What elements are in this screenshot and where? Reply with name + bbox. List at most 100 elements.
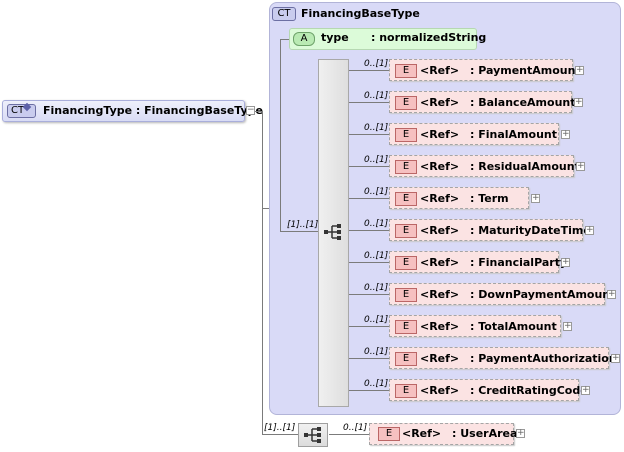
root-collapse-icon[interactable]: − [246,105,255,115]
expand-plus-icon[interactable]: + [516,428,525,438]
element-box[interactable] [389,155,574,177]
element-box[interactable] [389,59,573,81]
root-complex-type[interactable]: CT FinancingType : FinancingBaseType [2,100,263,122]
element-ref: <Ref> [420,256,460,269]
element-name: : MaturityDateTime [470,224,591,237]
element-name: : CreditRatingCode [470,384,588,397]
sequence-compositor-icon [324,224,341,240]
element-ref: <Ref> [420,128,460,141]
element-badge: E [395,256,417,270]
element-occurrence: 0..[1] [364,379,389,389]
element-name: : DownPaymentAmount [470,288,616,301]
root-connector [255,111,263,112]
element-occurrence: 0..[1] [364,283,389,293]
element-box[interactable] [389,251,559,273]
element-badge: E [395,128,417,142]
sequence-compositor[interactable] [318,59,349,407]
element-box[interactable] [389,219,583,241]
element-badge: E [395,64,417,78]
element-occurrence: 0..[1] [364,155,389,165]
element-name: : ResidualAmount [470,160,580,173]
complex-type-badge: CT [7,104,36,118]
base-complex-type-title: FinancingBaseType [301,7,420,20]
element-ref: <Ref> [420,384,460,397]
expand-plus-icon[interactable]: + [575,65,584,75]
expand-plus-icon[interactable]: + [576,161,585,171]
element-ref: <Ref> [420,192,460,205]
element-name: : BalanceAmount [470,96,576,109]
attribute-name: type [321,31,349,44]
element-name: : FinancialParty [470,256,568,269]
element-occurrence: 0..[1] [364,347,389,357]
sequence-occurrence: [1]..[1] [287,220,319,230]
element-connector [349,134,389,135]
element-box[interactable] [389,347,609,369]
element-connector [349,326,389,327]
element-name: : PaymentAmount [470,64,581,77]
base-complex-type-badge: CT [272,7,296,21]
element-badge: E [395,160,417,174]
user-area-connector [329,434,369,435]
attribute-connector [280,39,290,40]
expand-plus-icon[interactable]: + [561,257,570,267]
element-ref: <Ref> [402,427,442,440]
element-ref: <Ref> [420,224,460,237]
element-connector [349,262,389,263]
element-badge: E [395,320,417,334]
element-name: : UserArea [452,427,518,440]
extension-sequence-occurrence: [1]..[1] [264,423,296,433]
element-ref: <Ref> [420,352,460,365]
element-ref: <Ref> [420,64,460,77]
user-area-element[interactable] [369,423,514,445]
element-box[interactable] [389,379,579,401]
element-ref: <Ref> [420,288,460,301]
root-vertical-connector [262,111,263,434]
element-badge: E [378,427,400,441]
element-name: : PaymentAuthorization [470,352,617,365]
element-badge: E [395,96,417,110]
element-connector [349,390,389,391]
expand-plus-icon[interactable]: + [563,321,572,331]
element-connector [349,70,389,71]
element-badge: E [395,384,417,398]
attribute-box[interactable] [289,28,477,50]
element-connector [349,230,389,231]
element-occurrence: 0..[1] [364,123,389,133]
element-occurrence: 0..[1] [364,59,389,69]
element-box[interactable] [389,187,529,209]
element-connector [349,166,389,167]
element-box[interactable] [389,91,572,113]
extension-sequence-compositor[interactable] [298,423,328,447]
sequence-connector [280,231,318,232]
element-occurrence: 0..[1] [364,315,389,325]
user-area-occurrence: 0..[1] [343,423,368,433]
element-name: : Term [470,192,509,205]
root-type-label: FinancingType : FinancingBaseType [43,104,264,117]
element-badge: E [395,224,417,238]
expand-plus-icon[interactable]: + [531,193,540,203]
element-box[interactable] [389,123,559,145]
element-box[interactable] [389,315,561,337]
expand-plus-icon[interactable]: + [607,289,616,299]
element-occurrence: 0..[1] [364,251,389,261]
element-badge: E [395,352,417,366]
element-connector [349,358,389,359]
expand-plus-icon[interactable]: + [611,353,620,363]
expand-plus-icon[interactable]: + [581,385,590,395]
attribute-type: : normalizedString [371,31,487,44]
element-badge: E [395,192,417,206]
element-name: : FinalAmount [470,128,557,141]
element-connector [349,102,389,103]
element-ref: <Ref> [420,320,460,333]
element-ref: <Ref> [420,160,460,173]
element-name: : TotalAmount [470,320,557,333]
expand-plus-icon[interactable]: + [585,225,594,235]
attribute-badge: A [293,32,315,46]
expand-plus-icon[interactable]: + [561,129,570,139]
element-occurrence: 0..[1] [364,187,389,197]
expand-plus-icon[interactable]: + [574,97,583,107]
element-connector [349,198,389,199]
extension-connector [262,434,298,435]
element-box[interactable] [389,283,605,305]
element-ref: <Ref> [420,96,460,109]
